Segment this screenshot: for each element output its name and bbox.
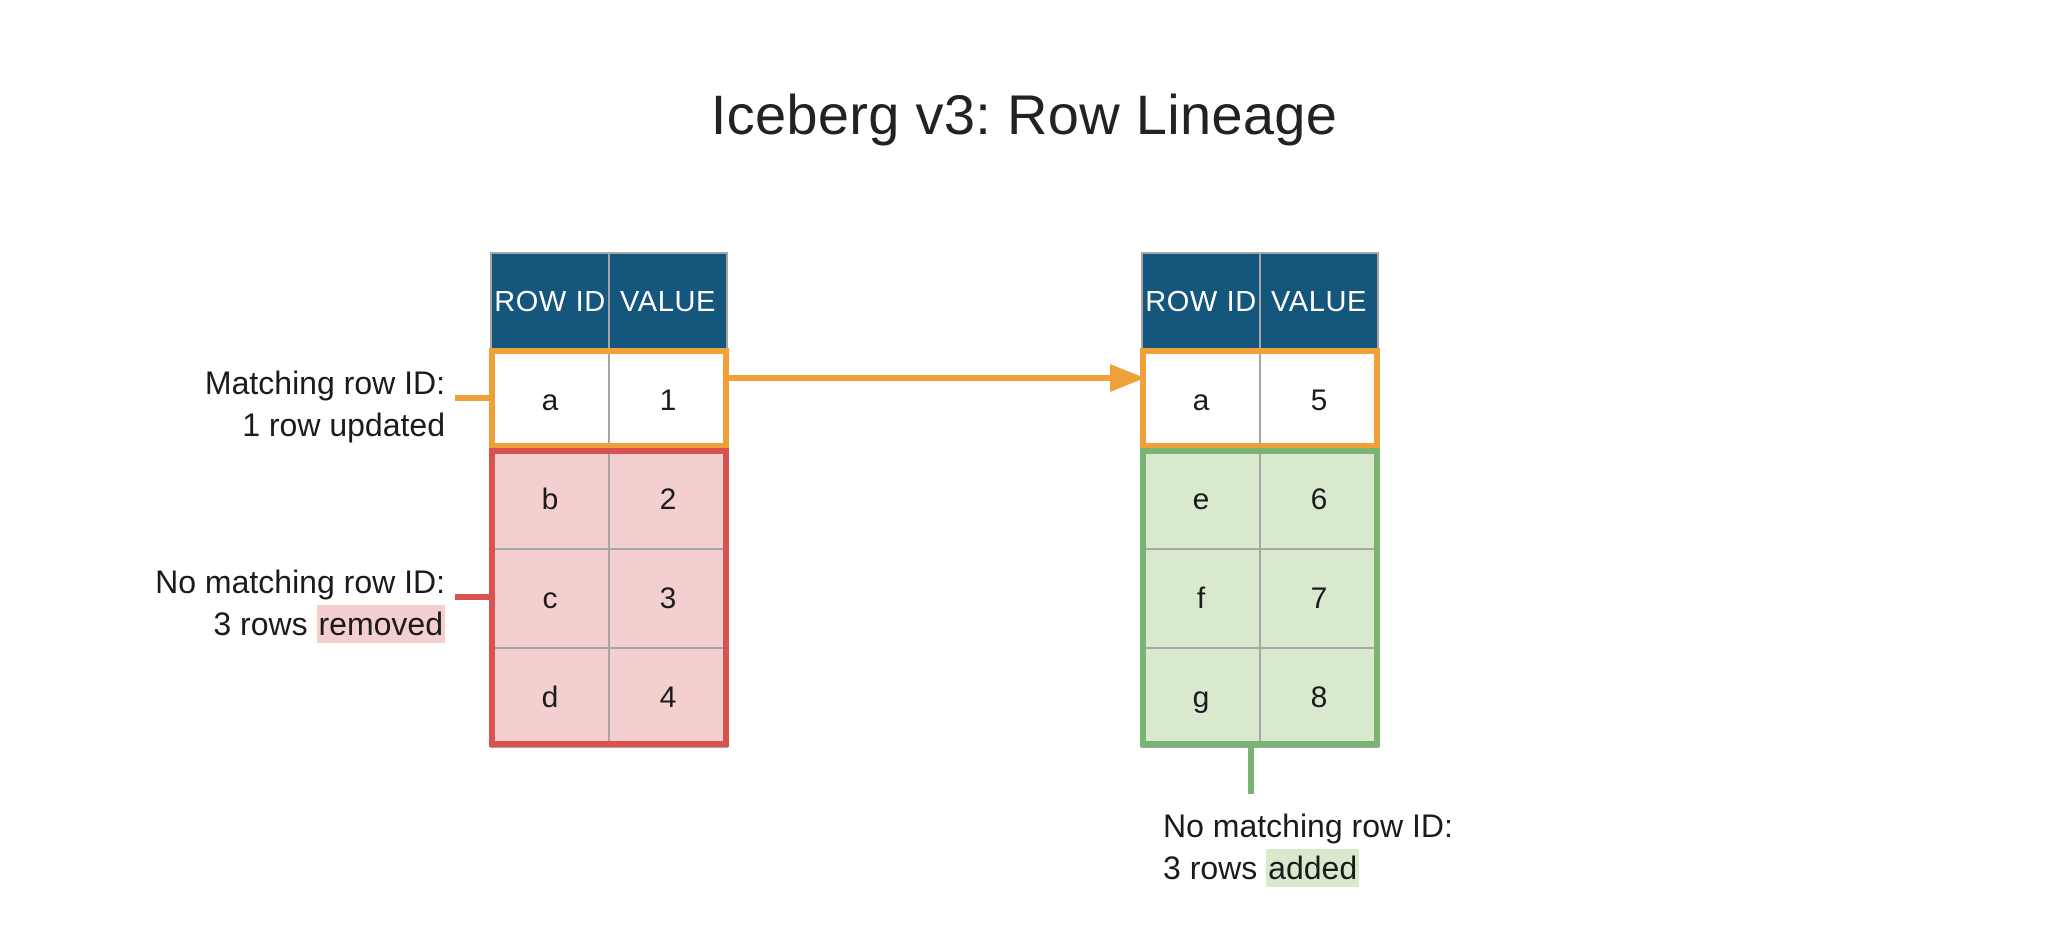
right-header-row-id: ROW ID <box>1141 252 1261 352</box>
right-cell-rowid-3: g <box>1141 647 1261 748</box>
page-title: Iceberg v3: Row Lineage <box>710 83 1338 146</box>
table-row: g 8 <box>1141 647 1379 748</box>
left-cell-value-2: 3 <box>608 548 728 649</box>
right-cell-value-0: 5 <box>1259 350 1379 451</box>
annotation-removed-keyword: removed <box>316 604 445 643</box>
table-row: a 1 <box>490 350 728 451</box>
annotation-updated: Matching row ID: 1 row updated <box>60 363 445 446</box>
left-cell-value-3: 4 <box>608 647 728 748</box>
right-header-value: VALUE <box>1259 252 1379 352</box>
table-header-row: ROW ID VALUE <box>490 252 728 352</box>
table-row: e 6 <box>1141 449 1379 550</box>
added-annotation-connector <box>1248 744 1254 794</box>
removed-annotation-connector <box>455 594 495 600</box>
annotation-added-line2: 3 rows added <box>1163 848 1643 890</box>
right-table: ROW ID VALUE a 5 e 6 f 7 g <box>1141 252 1379 748</box>
right-cell-value-3: 8 <box>1259 647 1379 748</box>
left-cell-value-0: 1 <box>608 350 728 451</box>
annotation-added-keyword: added <box>1266 848 1360 887</box>
left-table: ROW ID VALUE a 1 b 2 c 3 d <box>490 252 728 748</box>
right-cell-rowid-0: a <box>1141 350 1261 451</box>
annotation-removed-line1: No matching row ID: <box>155 564 445 600</box>
left-header-row-id: ROW ID <box>490 252 610 352</box>
annotation-updated-line2: 1 row updated <box>60 405 445 447</box>
left-cell-rowid-0: a <box>490 350 610 451</box>
annotation-updated-line1: Matching row ID: <box>204 365 445 401</box>
left-cell-value-1: 2 <box>608 449 728 550</box>
right-cell-value-1: 6 <box>1259 449 1379 550</box>
annotation-updated-text: 1 row updated <box>242 406 445 443</box>
row-lineage-arrow <box>725 358 1150 398</box>
annotation-removed-prefix: 3 rows <box>213 605 317 642</box>
right-cell-value-2: 7 <box>1259 548 1379 649</box>
right-cell-rowid-1: e <box>1141 449 1261 550</box>
updated-annotation-connector <box>455 395 495 401</box>
left-cell-rowid-3: d <box>490 647 610 748</box>
left-header-value: VALUE <box>608 252 728 352</box>
annotation-removed: No matching row ID: 3 rows removed <box>20 562 445 645</box>
table-row: c 3 <box>490 548 728 649</box>
table-header-row: ROW ID VALUE <box>1141 252 1379 352</box>
annotation-added-line1: No matching row ID: <box>1163 808 1453 844</box>
table-row: d 4 <box>490 647 728 748</box>
table-row: f 7 <box>1141 548 1379 649</box>
annotation-added: No matching row ID: 3 rows added <box>1163 806 1643 889</box>
annotation-added-prefix: 3 rows <box>1163 849 1267 886</box>
annotation-removed-line2: 3 rows removed <box>20 604 445 646</box>
left-cell-rowid-1: b <box>490 449 610 550</box>
right-cell-rowid-2: f <box>1141 548 1261 649</box>
table-row: a 5 <box>1141 350 1379 451</box>
table-row: b 2 <box>490 449 728 550</box>
left-cell-rowid-2: c <box>490 548 610 649</box>
